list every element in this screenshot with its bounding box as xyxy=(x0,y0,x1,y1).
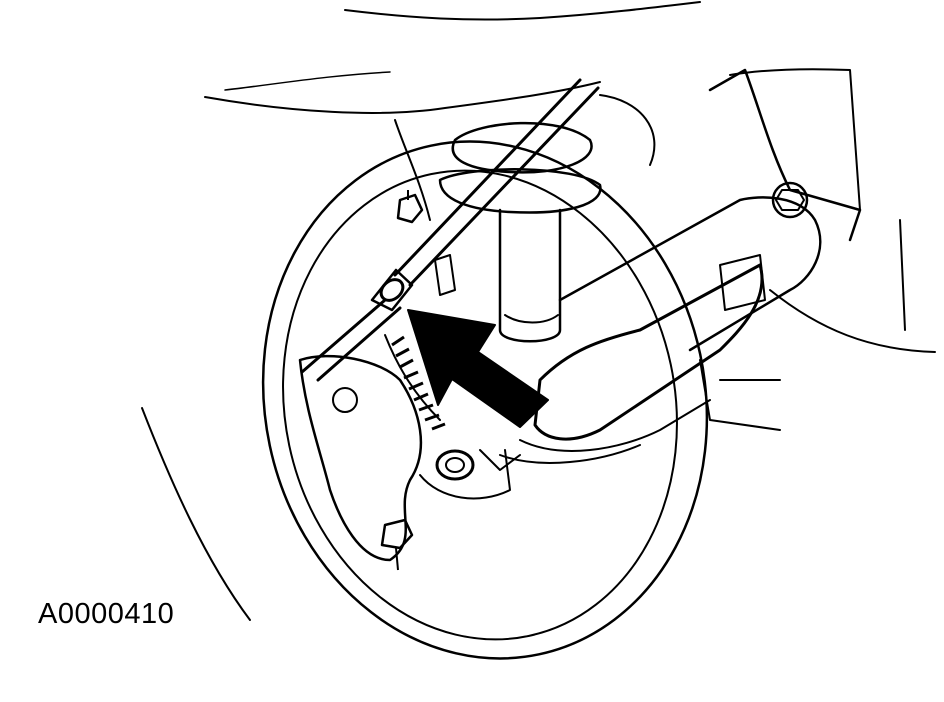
coil-spring xyxy=(394,94,656,343)
lower-bolt xyxy=(380,518,414,571)
upper-arm xyxy=(558,68,862,431)
figure-id-label: A0000410 xyxy=(38,598,175,630)
knuckle-and-tone-ring xyxy=(298,334,521,562)
tone-ring-teeth xyxy=(391,335,446,431)
brake-tube xyxy=(300,78,600,382)
wheel-outline xyxy=(141,140,709,660)
callout-arrow-icon xyxy=(407,309,549,428)
upper-bolts xyxy=(396,190,456,296)
body-contours xyxy=(204,1,936,353)
